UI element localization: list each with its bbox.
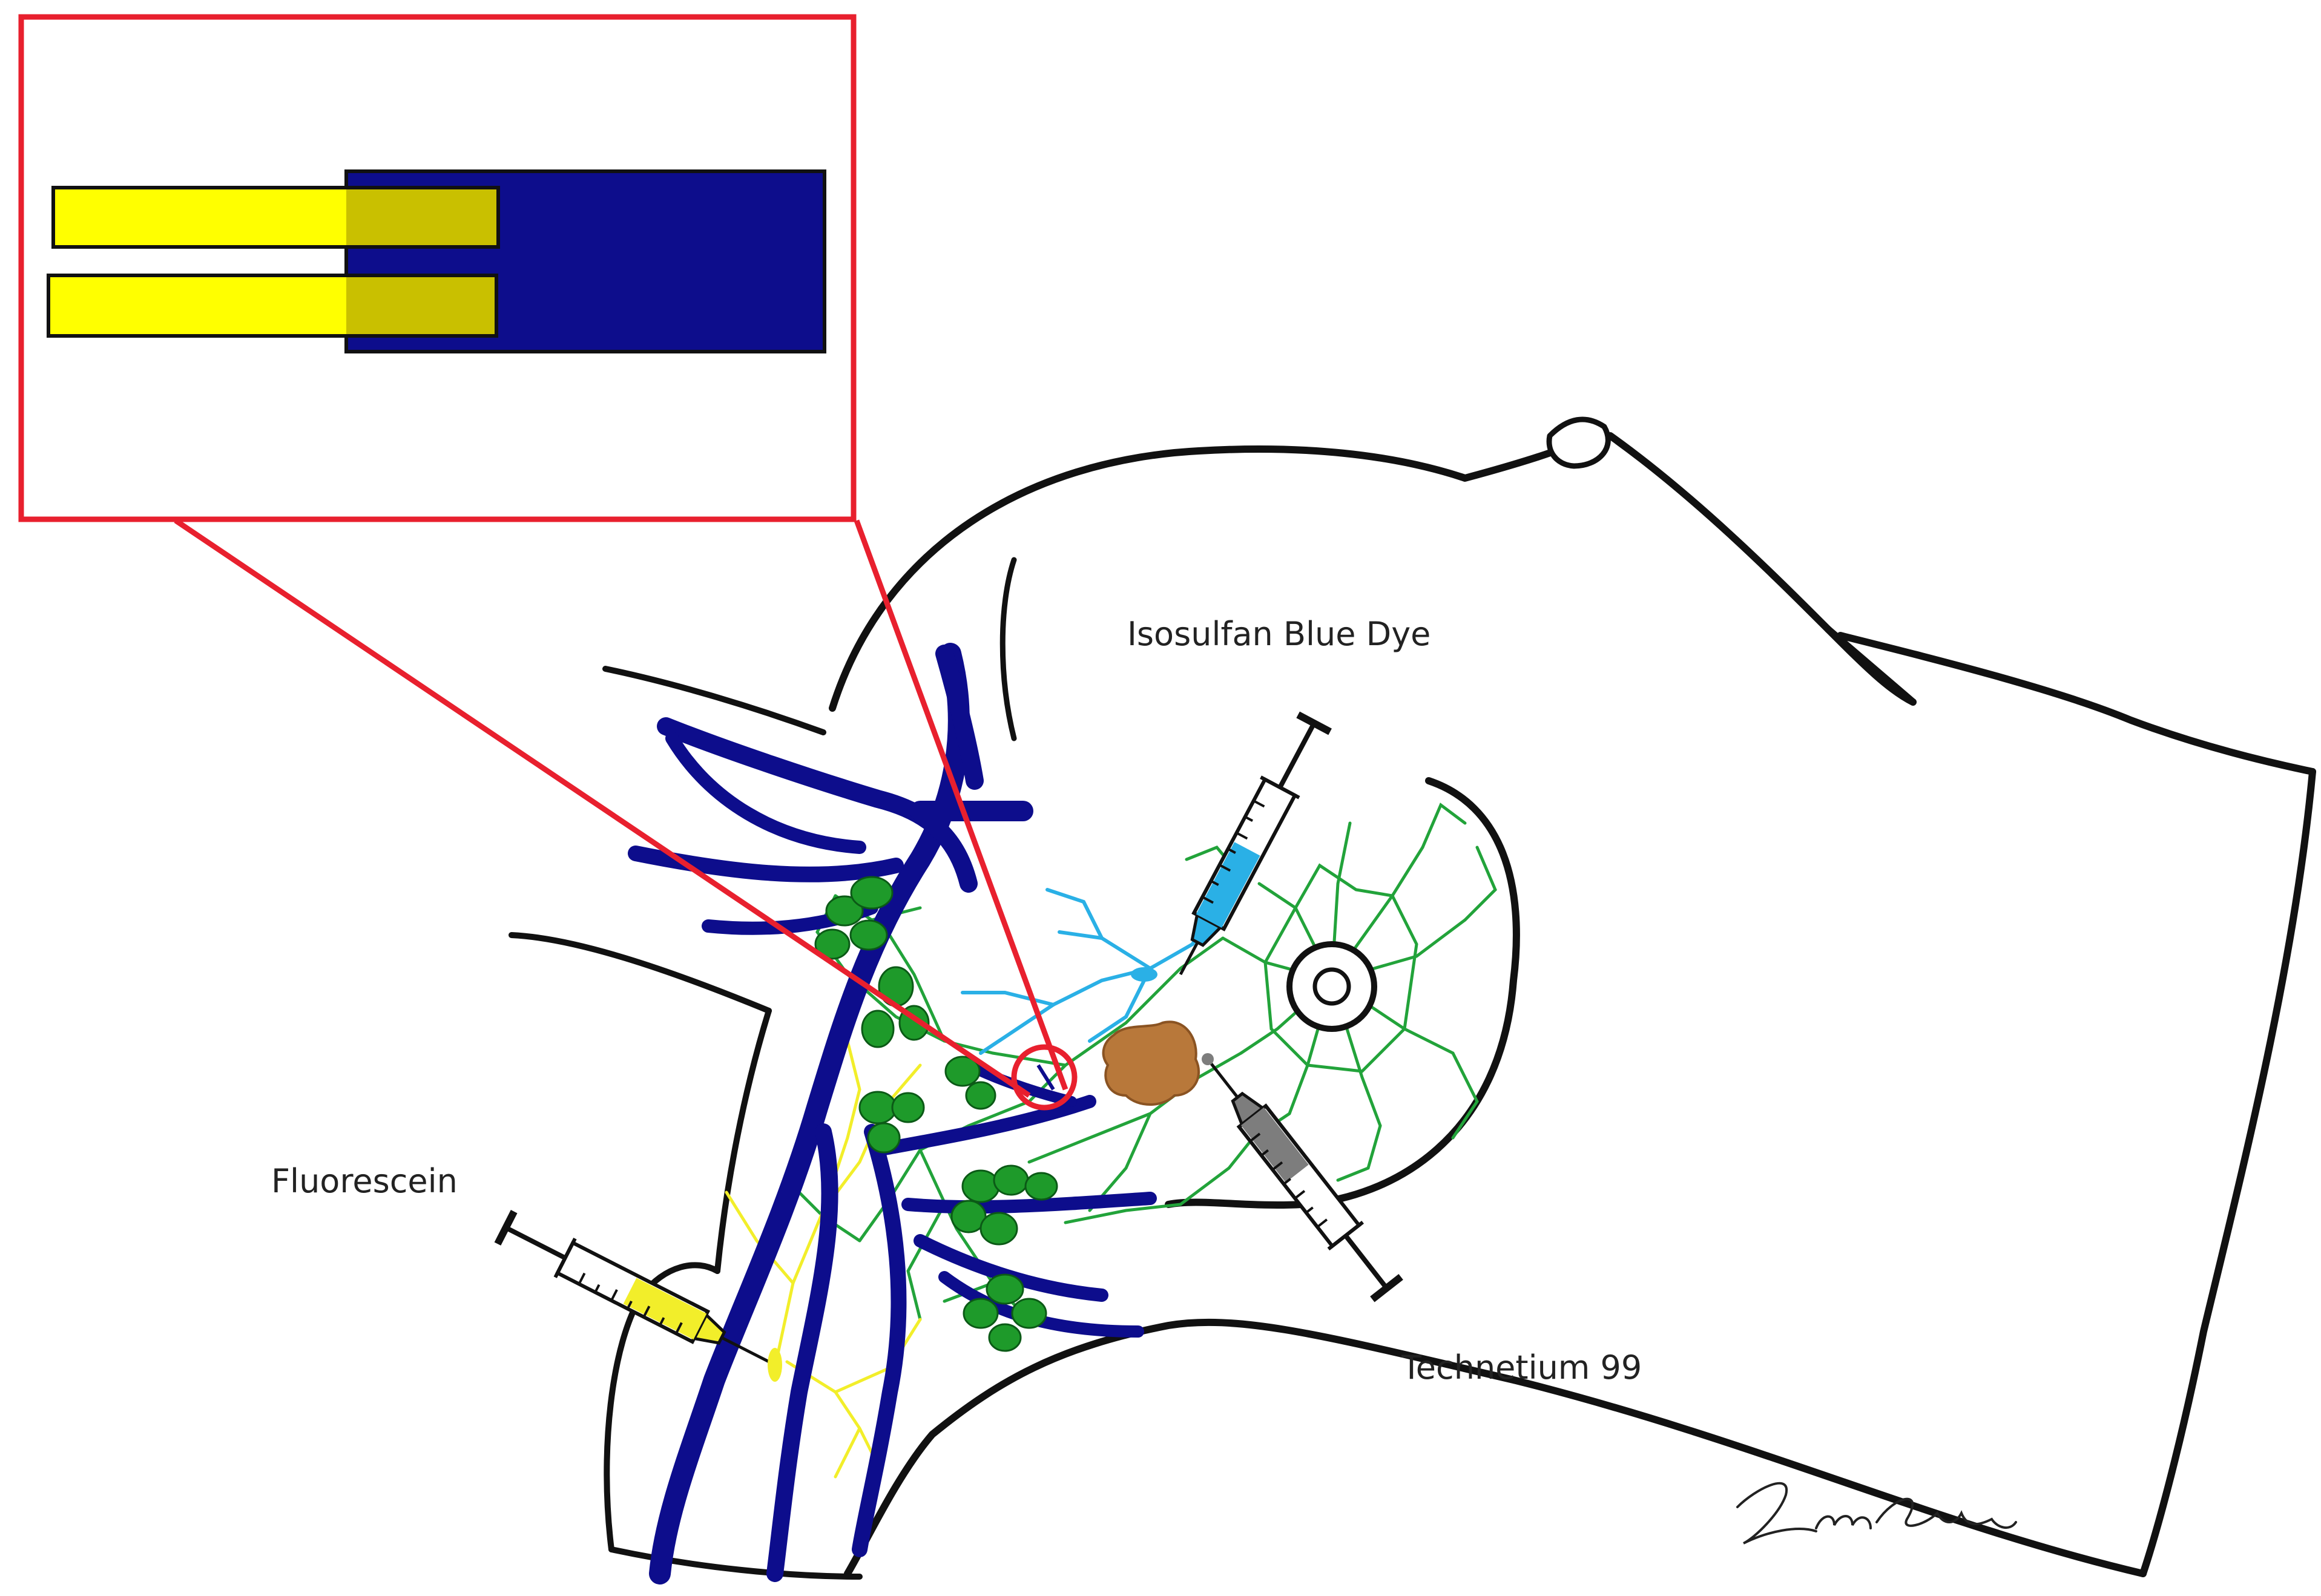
inset-box [18,14,857,522]
blue-dye-bleb [1131,967,1157,982]
vessels [628,643,1157,1585]
technetium-bleb [1202,1053,1214,1065]
artist-signature [1736,1482,2017,1545]
callout [174,518,1078,1111]
fluorescein-label: Fluorescein [271,1162,458,1200]
areola-target [1286,941,1377,1032]
lymph-nodes [814,876,1058,1352]
isosulfan-syringe [1179,711,1332,976]
technetium-label: Technetium 99 [1401,1348,1642,1387]
technetium-syringe [1207,1058,1403,1302]
body-outline [509,416,2316,1580]
fluorescein-bleb [768,1348,782,1382]
fluorescein-syringe [494,1210,782,1370]
callout-circle [1011,1044,1078,1111]
tumor [1102,1020,1200,1106]
isosulfan-label: Isosulfan Blue Dye [1127,615,1431,653]
